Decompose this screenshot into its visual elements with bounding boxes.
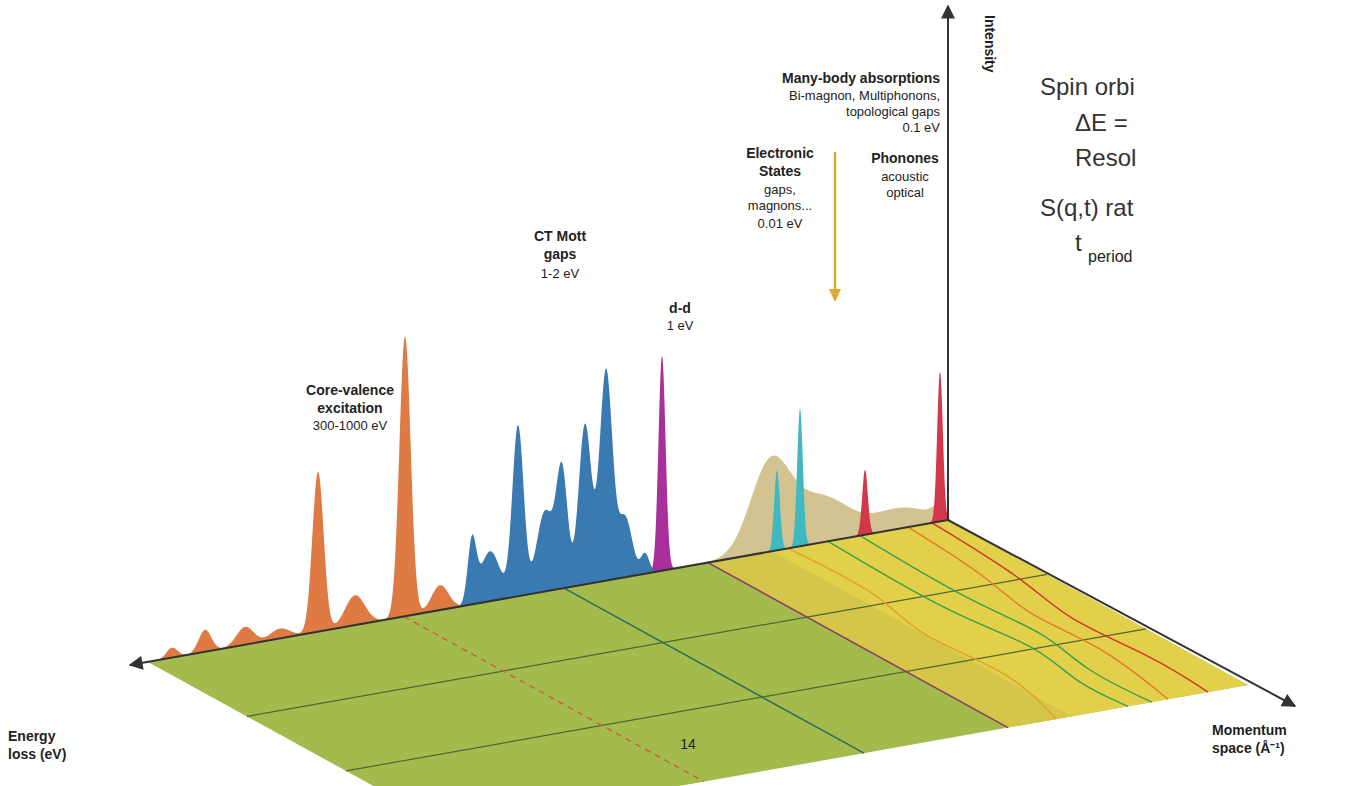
pointer-arrow: [834, 152, 837, 292]
slide-text: t: [1075, 228, 1082, 258]
dispersion-curve: [788, 548, 1056, 719]
axis-label: Energy loss (eV): [8, 728, 86, 763]
peak-note: Bi-magnon, Multiphonons, topological gap…: [770, 88, 940, 121]
slide-text: ΔE =: [1075, 108, 1128, 138]
electronic-peaks: [762, 408, 815, 553]
dispersion-curve: [828, 541, 1128, 706]
phonon-peaks: [850, 371, 950, 537]
energy-value: 1 eV: [650, 318, 710, 334]
peak-note: gaps, magnons...: [740, 182, 820, 215]
dispersion-curve: [932, 523, 1208, 692]
dd-peak: [645, 356, 680, 574]
slide-text: Spin orbi: [1040, 72, 1135, 102]
axes: [130, 6, 1295, 706]
grid-line: [404, 617, 704, 782]
axis-arrow: [948, 520, 1295, 706]
spectral-peaks: [145, 336, 950, 662]
peak-title: Phonones: [865, 150, 945, 168]
many-body-band: [700, 456, 946, 564]
peak-title: d-d: [650, 300, 710, 318]
dispersion-curve: [908, 527, 1168, 699]
energy-value: 0.1 eV: [860, 120, 940, 136]
peak-title: Electronic States: [735, 145, 825, 180]
grid-line: [564, 588, 864, 753]
axis-label: Intensity: [981, 15, 999, 73]
energy-value: 300-1000 eV: [295, 418, 405, 434]
floor-yellow: [708, 520, 1248, 728]
slide-subscript: period: [1088, 247, 1132, 267]
axis-arrow: [947, 6, 949, 520]
axis-arrow: [130, 520, 948, 665]
axis-label: Momentum space (Å⁻¹): [1212, 722, 1324, 757]
slide-text: Resol: [1075, 143, 1136, 173]
energy-value: 0.01 eV: [740, 216, 820, 232]
page-number: 14: [668, 736, 708, 754]
peak-title: Many-body absorptions: [740, 70, 940, 88]
peak-title: Core-valence excitation: [295, 382, 405, 417]
slide-text: S(q,t) rat: [1040, 193, 1133, 223]
grid-line: [247, 574, 1047, 716]
grid-line: [708, 563, 1008, 728]
mott-peaks: [458, 368, 656, 607]
pointer-arrowhead: [829, 289, 841, 302]
peak-note: acoustic optical: [873, 169, 937, 202]
energy-value: 1-2 eV: [520, 266, 600, 282]
peak-title: CT Mott gaps: [520, 228, 600, 263]
floor-grid: [247, 523, 1208, 782]
